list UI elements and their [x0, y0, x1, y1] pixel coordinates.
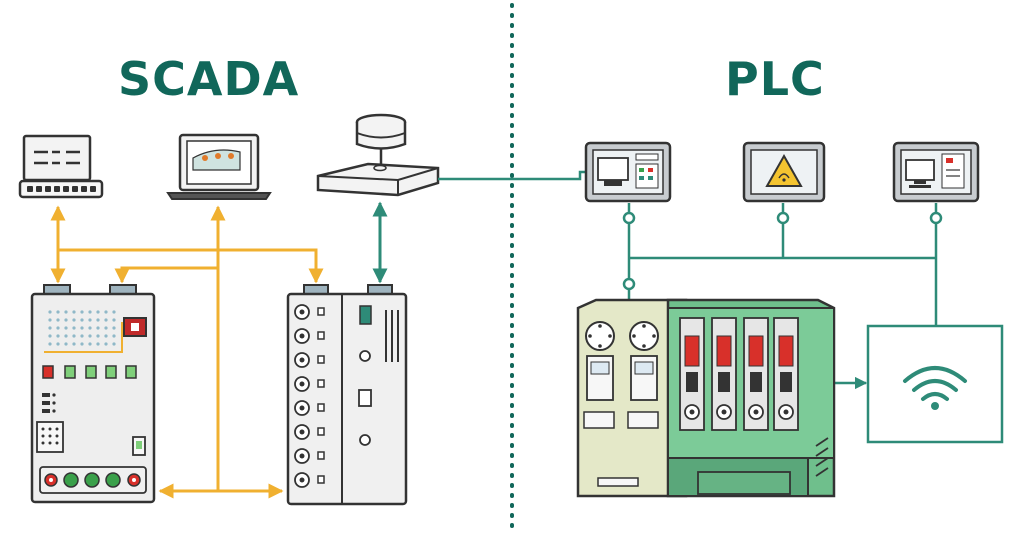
bus-nodes: [622, 211, 943, 291]
scada-links: [50, 205, 324, 499]
plc-title: PLC: [725, 52, 825, 106]
laptop-icon: [166, 133, 272, 200]
scada-title: SCADA: [118, 52, 300, 106]
workstation-icon: [18, 134, 104, 199]
warning-triangle-icon: [742, 141, 826, 203]
hmi-workstation-icon: [892, 141, 980, 203]
rtu-panel: [30, 284, 156, 504]
database-server-icon: [316, 113, 440, 197]
hmi-screen-icon: [584, 141, 672, 203]
io-rack: [286, 284, 408, 506]
wifi-icon: [866, 324, 1004, 444]
plc-cabinet: [576, 298, 836, 498]
